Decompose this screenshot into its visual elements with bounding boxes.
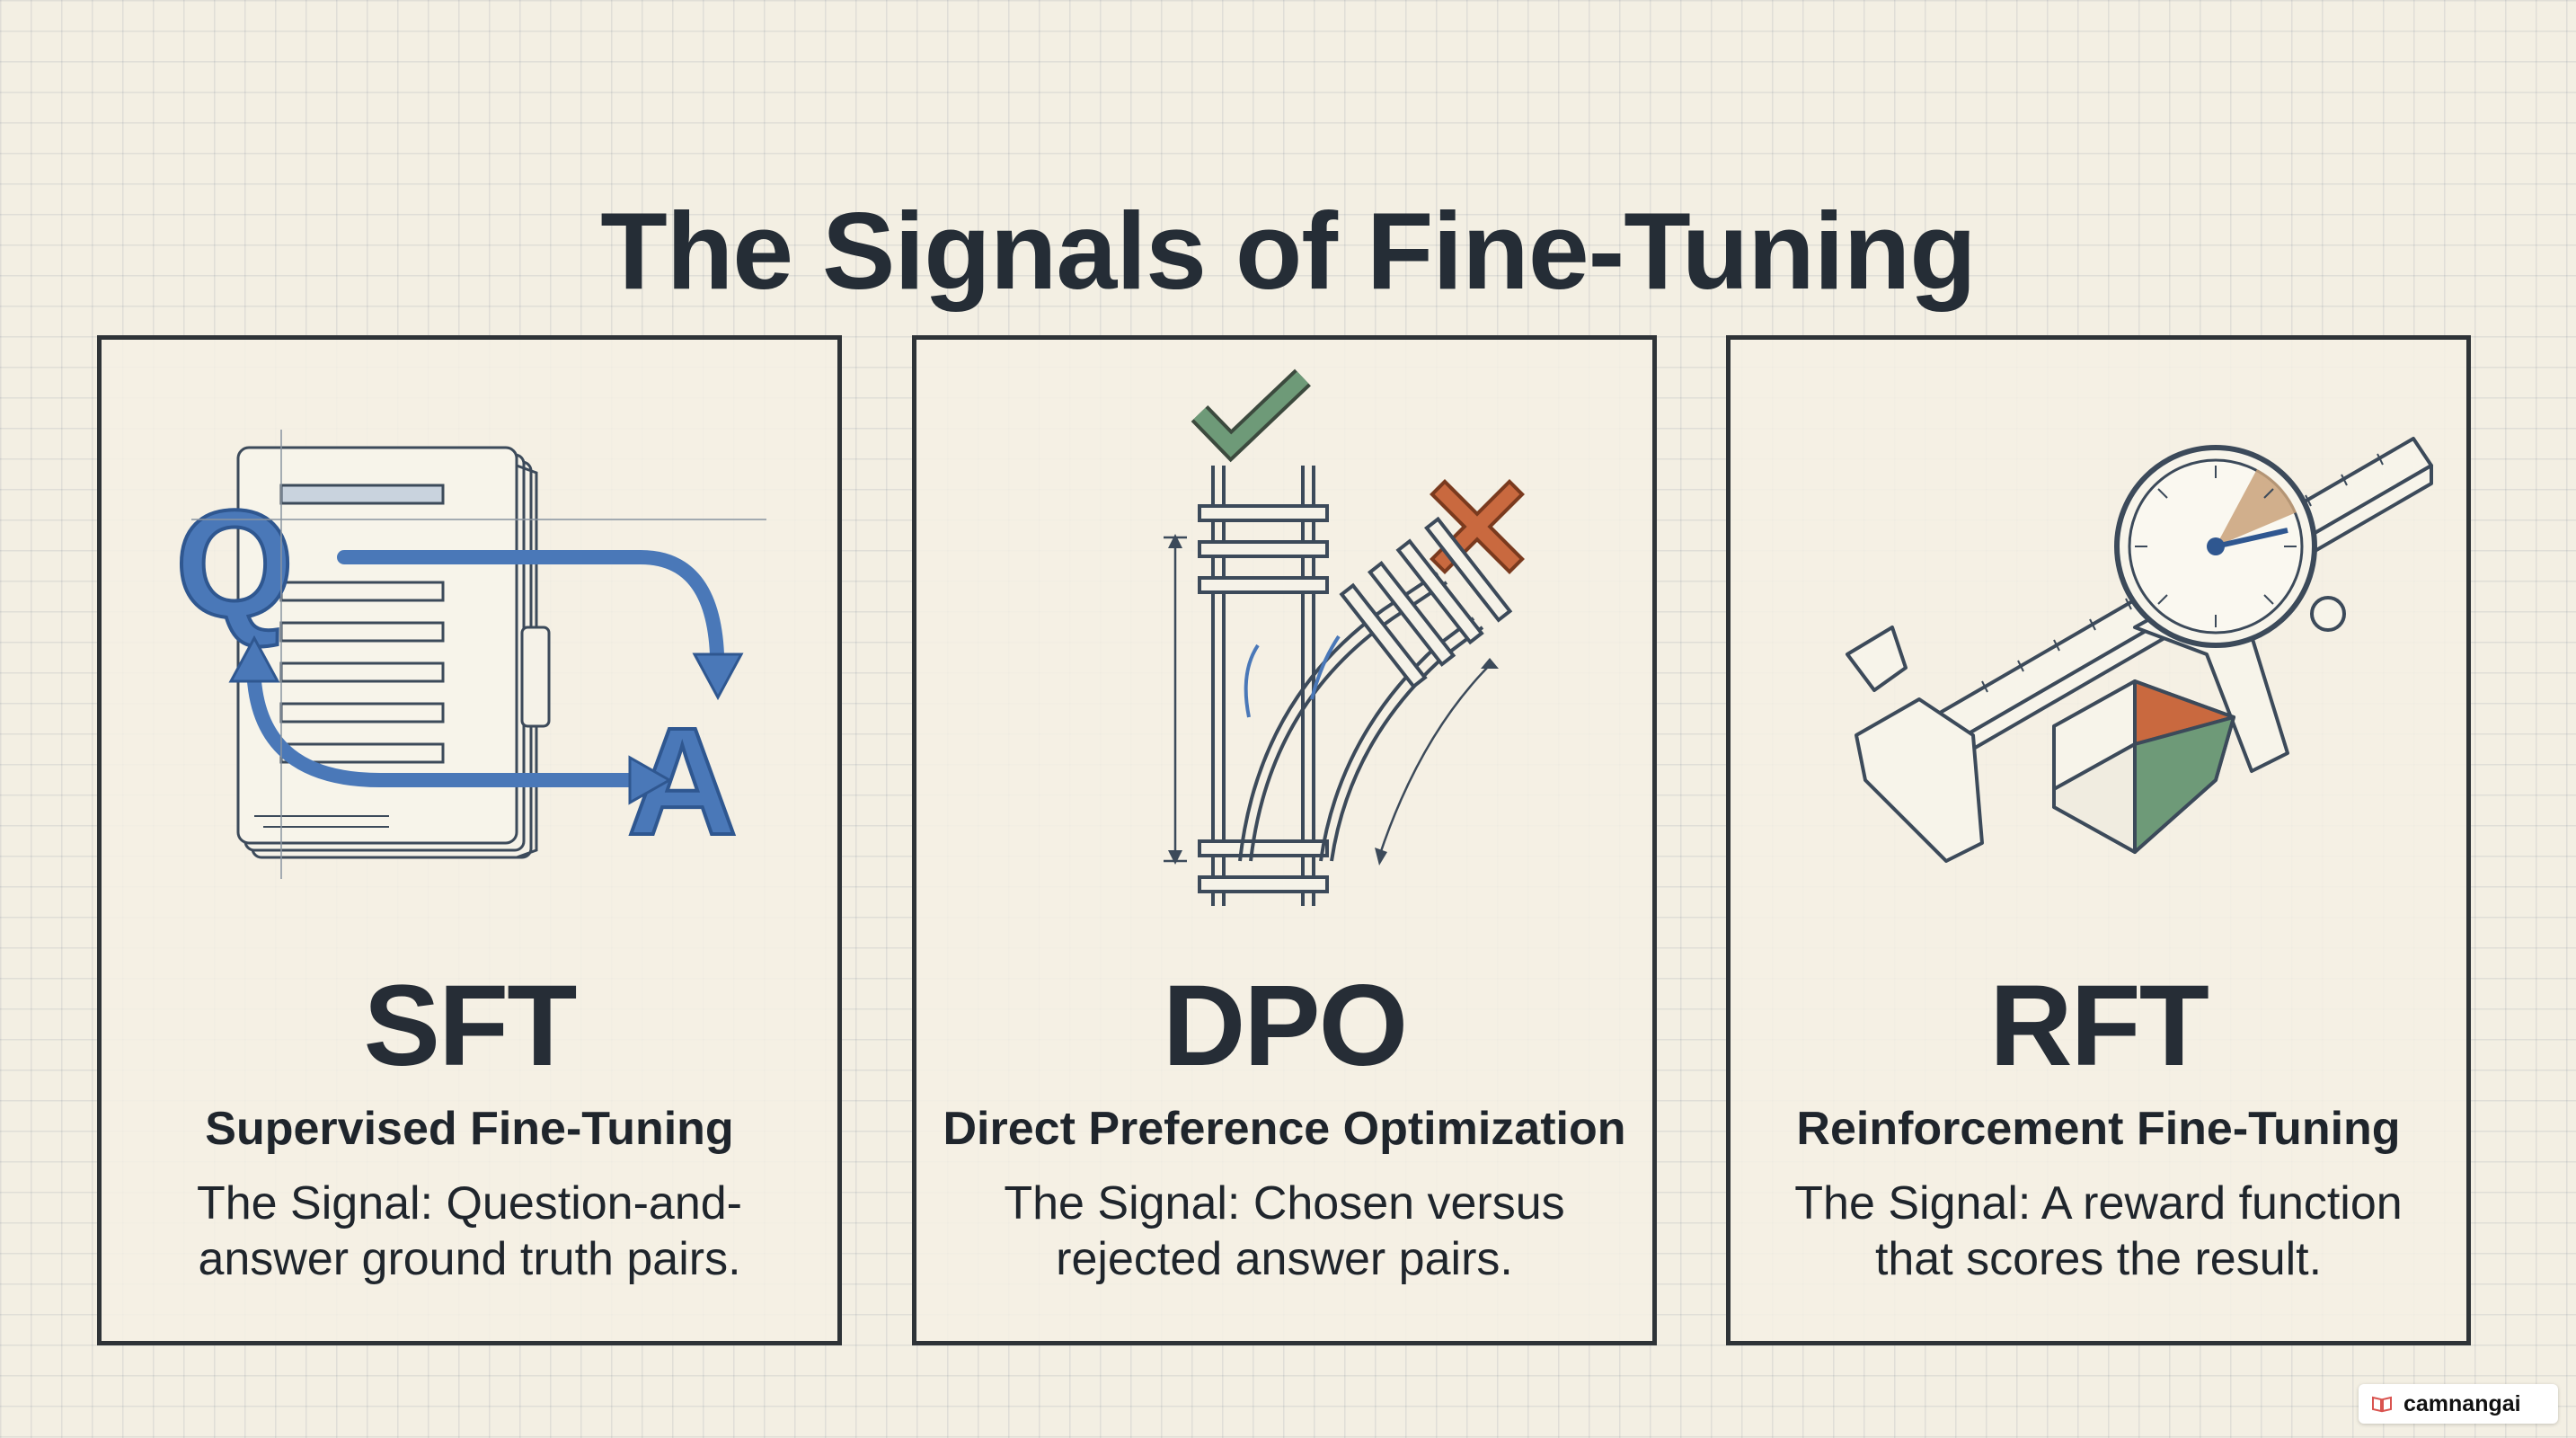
dial-gauge-icon <box>2114 445 2346 648</box>
card-abbreviation: RFT <box>1989 962 2209 1090</box>
card-abbreviation: DPO <box>1162 962 1408 1090</box>
page-title: The Signals of Fine-Tuning <box>600 189 1977 312</box>
card-rft: RFT Reinforcement Fine-Tuning The Signal… <box>1726 335 2471 1345</box>
book-icon <box>2372 1396 2392 1413</box>
watermark-badge: camnangai <box>2359 1384 2558 1424</box>
card-dpo: DPO Direct Preference Optimization The S… <box>912 335 1657 1345</box>
card-description: The Signal: Chosen versus rejected answe… <box>1004 1177 1565 1286</box>
document-question-answer-icon: Q A <box>173 430 766 879</box>
card-fullname: Reinforcement Fine-Tuning <box>1796 1103 2401 1155</box>
railway-switch-check-cross-icon <box>1164 368 1525 906</box>
card-fullname: Supervised Fine-Tuning <box>205 1103 734 1155</box>
caliper-dial-gauge-icon <box>1846 437 2433 863</box>
card-description: The Signal: A reward function that score… <box>1794 1177 2403 1286</box>
card-description: The Signal: Question-and-answer ground t… <box>196 1177 742 1286</box>
card-sft: Q A SFT Supervised Fine-Tuning The Signa… <box>97 335 842 1345</box>
card-fullname: Direct Preference Optimization <box>943 1103 1626 1155</box>
q-label: Q <box>175 479 294 650</box>
watermark-text: camnangai <box>2403 1390 2521 1416</box>
card-abbreviation: SFT <box>363 962 578 1090</box>
check-icon <box>1191 368 1311 463</box>
